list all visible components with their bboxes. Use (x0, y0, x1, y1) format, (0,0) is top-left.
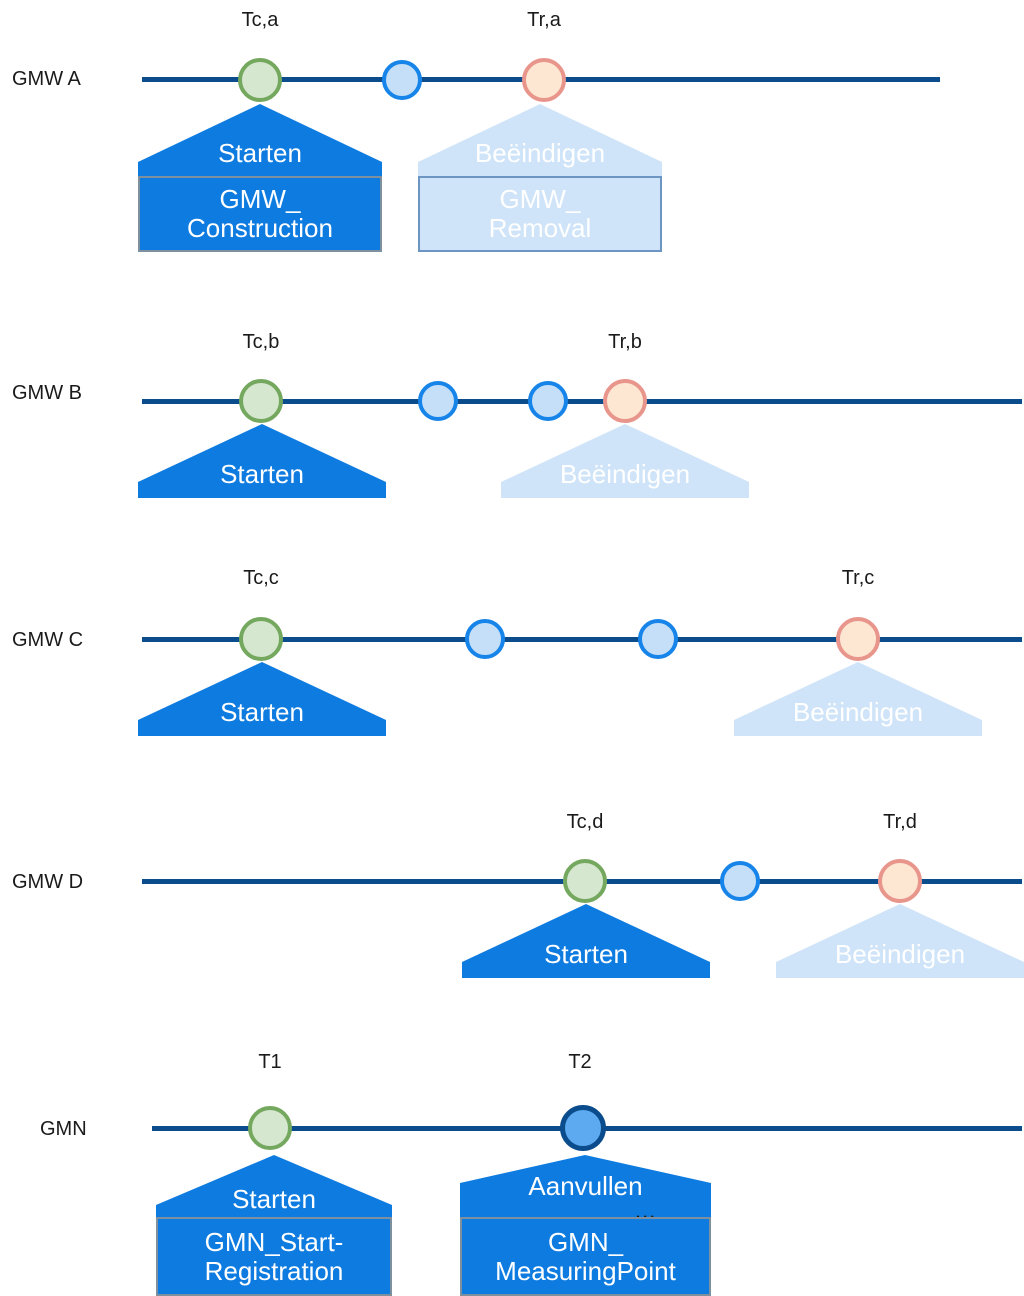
marker-event-gmw-d-1[interactable] (720, 861, 760, 901)
house-beeindigen-b: Beëindigen (501, 424, 749, 498)
roof-label-starten-gmn: Starten (232, 1184, 316, 1214)
house-starten-c: Starten (138, 662, 386, 736)
roof-shape-starten-b (138, 424, 386, 498)
box-label-gmw-construction: GMW_Construction (138, 176, 382, 252)
row-label-gmn: GMN (40, 1118, 87, 1140)
marker-end-gmw-d[interactable] (878, 859, 922, 903)
marker-start-gmw-c[interactable] (239, 617, 283, 661)
marker-event-gmw-c-2[interactable] (638, 619, 678, 659)
tick-label-tr-b: Tr,b (608, 331, 642, 353)
roof-label-beeindigen-a: Beëindigen (474, 138, 606, 168)
roof-label-starten-b: Starten (220, 459, 304, 489)
box-label-gmn-startregistration: GMN_Start-Registration (156, 1217, 392, 1296)
marker-measuringpoint-gmn[interactable] (560, 1105, 606, 1151)
roof-shape-beeindigen-d (776, 904, 1024, 978)
marker-event-gmw-a-1[interactable] (382, 60, 422, 100)
roof-shape-starten-d (462, 904, 710, 978)
marker-event-gmw-c-1[interactable] (465, 619, 505, 659)
roof-label-starten-d: Starten (544, 939, 628, 969)
marker-start-gmw-a[interactable] (238, 58, 282, 102)
roof-shape-starten-gmn (156, 1155, 392, 1217)
house-starten-gmw-construction: Starten GMW_Construction (138, 104, 382, 252)
roof-shape-beeindigen-c (734, 662, 982, 736)
roof-label-aanvullen-gmn: Aanvullen (528, 1171, 643, 1201)
roof-shape-starten-c (138, 662, 386, 736)
marker-event-gmw-b-1[interactable] (418, 381, 458, 421)
house-beeindigen-c: Beëindigen (734, 662, 982, 736)
tick-label-tc-d: Tc,d (566, 811, 604, 833)
roof-label-starten-a: Starten (218, 138, 302, 168)
house-aanvullen-gmn-measuringpoint: Aanvullen ... GMN_MeasuringPoint (460, 1155, 711, 1296)
box-label-gmn-measuringpoint: GMN_MeasuringPoint (460, 1217, 711, 1296)
row-label-gmw-a: GMW A (12, 68, 81, 90)
box-label-gmw-removal: GMW_Removal (418, 176, 662, 252)
roof-label-beeindigen-d: Beëindigen (834, 939, 966, 969)
house-beeindigen-gmw-removal: Beëindigen GMW_Removal (418, 104, 662, 252)
timeline-gmw-c (142, 637, 1022, 642)
house-starten-d: Starten (462, 904, 710, 978)
roof-shape-beeindigen-gmw-removal (418, 104, 662, 176)
roof-label-beeindigen-b: Beëindigen (559, 459, 691, 489)
roof-shape-beeindigen-b (501, 424, 749, 498)
marker-end-gmw-a[interactable] (522, 58, 566, 102)
marker-start-gmn[interactable] (248, 1106, 292, 1150)
row-label-gmw-c: GMW C (12, 629, 84, 651)
row-label-gmw-d: GMW D (12, 871, 84, 893)
tick-label-tc-a: Tc,a (241, 9, 279, 31)
row-label-gmw-b: GMW B (12, 382, 82, 404)
roof-label-starten-c: Starten (220, 697, 304, 727)
tick-label-tc-b: Tc,b (242, 331, 280, 353)
marker-end-gmw-b[interactable] (603, 379, 647, 423)
tick-label-t2: T2 (568, 1051, 592, 1073)
house-starten-b: Starten (138, 424, 386, 498)
timeline-gmw-b (142, 399, 1022, 404)
ellipsis-icon: ... (635, 1198, 657, 1223)
marker-start-gmw-b[interactable] (239, 379, 283, 423)
house-starten-gmn-startregistration: Starten GMN_Start-Registration (156, 1155, 392, 1296)
tick-label-t1: T1 (258, 1051, 282, 1073)
tick-label-tr-a: Tr,a (527, 9, 561, 31)
marker-start-gmw-d[interactable] (563, 859, 607, 903)
marker-end-gmw-c[interactable] (836, 617, 880, 661)
roof-shape-starten-gmw-construction (138, 104, 382, 176)
tick-label-tr-c: Tr,c (841, 567, 875, 589)
roof-shape-aanvullen-gmn (460, 1155, 711, 1217)
marker-event-gmw-b-2[interactable] (528, 381, 568, 421)
roof-label-beeindigen-c: Beëindigen (792, 697, 924, 727)
tick-label-tc-c: Tc,c (243, 567, 279, 589)
tick-label-tr-d: Tr,d (883, 811, 917, 833)
house-beeindigen-d: Beëindigen (776, 904, 1024, 978)
